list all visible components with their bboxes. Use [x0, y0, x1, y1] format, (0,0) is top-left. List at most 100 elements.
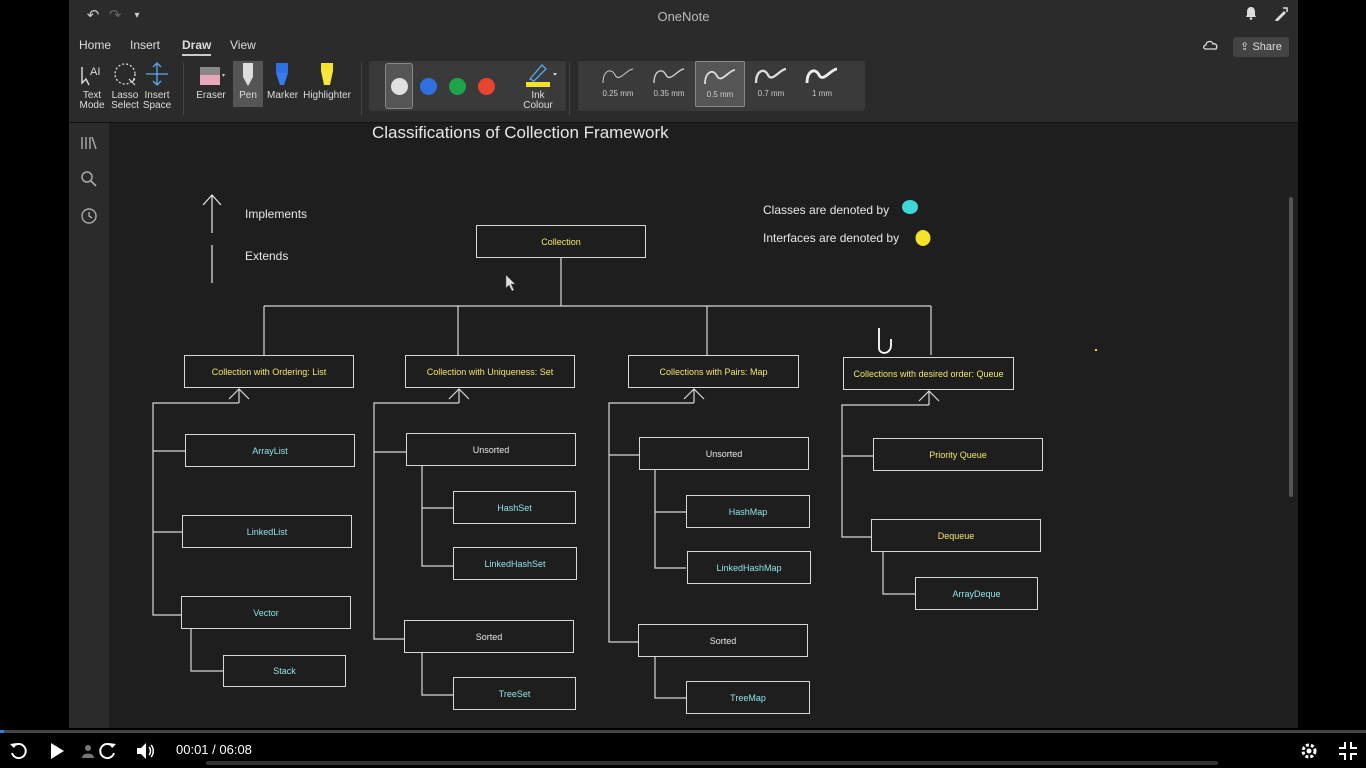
thickness-025[interactable]: 0.25 mm — [593, 61, 643, 107]
node-treemap: TreeMap — [686, 681, 810, 714]
time-display: 00:01 / 06:08 — [176, 742, 252, 757]
customize-toolbar-icon[interactable]: ▾ — [134, 10, 140, 21]
node-stack: Stack — [223, 655, 346, 687]
ribbon-divider — [183, 63, 184, 115]
tab-view[interactable]: View — [230, 38, 256, 52]
horizontal-scrollbar[interactable] — [206, 761, 1218, 765]
color-swatch-selected[interactable] — [385, 63, 413, 109]
pen-feedback-icon[interactable] — [1271, 6, 1291, 26]
node-arraydeque: ArrayDeque — [915, 577, 1038, 610]
text-mode-label: Text — [82, 90, 102, 101]
node-linkedlist: LinkedList — [182, 515, 352, 548]
ink-colour-label: Ink — [531, 90, 545, 101]
legend-implements: Implements — [245, 207, 308, 221]
settings-gear-icon[interactable] — [1298, 740, 1320, 762]
pen-button[interactable]: Pen — [233, 61, 263, 107]
node-hashmap: HashMap — [686, 495, 810, 528]
class-color-swatch — [902, 200, 918, 214]
node-arraylist: ArrayList — [185, 434, 355, 467]
legend-interfaces: Interfaces are denoted by — [763, 231, 900, 245]
stroke-thick-icon — [754, 67, 787, 84]
play-icon[interactable] — [46, 740, 68, 762]
redo-icon[interactable]: ↷ — [108, 7, 122, 24]
thickness-07[interactable]: 0.7 mm — [746, 61, 796, 107]
title-bar: ↶ ↷ ▾ OneNote — [69, 0, 1298, 33]
node-hashset: HashSet — [453, 491, 576, 524]
thickness-label: 1 mm — [812, 89, 832, 98]
share-label: Share — [1252, 41, 1282, 53]
node-collection: Collection — [476, 225, 646, 258]
node-linkedhashmap: LinkedHashMap — [687, 551, 811, 584]
color-swatch-green[interactable] — [449, 78, 466, 95]
ribbon: Home Insert Draw View ⇪ Share AI Text Mo… — [69, 33, 1298, 123]
thickness-1[interactable]: 1 mm — [797, 61, 847, 107]
node-dequeue: Dequeue — [871, 519, 1041, 552]
node-map: Collections with Pairs: Map — [628, 355, 799, 388]
highlighter-button[interactable]: Highlighter — [301, 61, 353, 101]
exit-fullscreen-icon[interactable] — [1337, 740, 1359, 762]
ink-colour-button[interactable]: Ink Colour — [518, 61, 558, 111]
user-icon[interactable] — [80, 740, 102, 762]
sync-cloud-icon[interactable] — [1202, 38, 1220, 57]
eraser-button[interactable]: Eraser — [193, 61, 229, 101]
tab-insert[interactable]: Insert — [130, 38, 161, 52]
app-title: OneNote — [657, 9, 710, 24]
stroke-thick-icon — [805, 67, 838, 84]
forward-icon[interactable] — [96, 740, 118, 762]
insert-space-icon — [143, 61, 171, 87]
lasso-select-button[interactable]: Lasso Select — [109, 61, 141, 111]
node-queue: Collections with desired order: Queue — [843, 357, 1014, 390]
pen-icon — [234, 61, 262, 87]
marker-label: Marker — [267, 90, 299, 101]
node-map-sorted: Sorted — [638, 624, 808, 657]
bell-icon[interactable] — [1241, 6, 1261, 26]
replay-icon[interactable] — [8, 740, 30, 762]
tab-home[interactable]: Home — [79, 38, 112, 52]
recent-clock-icon[interactable] — [79, 206, 99, 226]
marker-icon — [268, 61, 296, 87]
stroke-thin-icon — [653, 68, 685, 84]
left-navigation — [69, 123, 109, 735]
thickness-label: 0.7 mm — [757, 89, 785, 98]
search-icon[interactable] — [79, 169, 99, 189]
node-set-unsorted: Unsorted — [406, 433, 576, 466]
volume-icon[interactable] — [134, 740, 156, 762]
thickness-label: 0.35 mm — [653, 89, 685, 98]
node-treeset: TreeSet — [453, 677, 576, 710]
interface-color-swatch — [915, 230, 931, 246]
lasso-label-2: Select — [111, 100, 139, 111]
tab-draw[interactable]: Draw — [182, 38, 212, 56]
page-title: Classifications of Collection Framework — [372, 123, 669, 142]
color-swatch-white[interactable] — [391, 78, 408, 95]
marker-button[interactable]: Marker — [267, 61, 299, 101]
scrollbar-thumb[interactable] — [1289, 197, 1293, 497]
notebooks-icon[interactable] — [79, 133, 99, 153]
arrow-cursor-icon — [505, 274, 516, 292]
ink-colour-label-2: Colour — [523, 100, 553, 111]
legend-classes: Classes are denoted by — [763, 203, 890, 217]
progress-bar[interactable] — [0, 730, 1366, 733]
color-swatch-blue[interactable] — [420, 78, 437, 95]
insert-space-label-2: Space — [142, 100, 172, 111]
onenote-window: ↶ ↷ ▾ OneNote Home Insert Draw View ⇪ Sh… — [69, 0, 1298, 735]
text-mode-button[interactable]: AI Text Mode — [77, 61, 107, 111]
node-set-sorted: Sorted — [404, 620, 574, 653]
ink-dot — [1095, 349, 1097, 351]
thickness-035[interactable]: 0.35 mm — [644, 61, 694, 107]
vertical-scrollbar[interactable] — [1283, 123, 1298, 735]
undo-icon[interactable]: ↶ — [86, 7, 100, 24]
ribbon-divider — [361, 63, 362, 115]
diagram-connectors — [152, 194, 940, 699]
insert-space-button[interactable]: Insert Space — [141, 61, 173, 111]
thickness-05[interactable]: 0.5 mm — [695, 61, 745, 107]
share-icon: ⇪ — [1240, 41, 1253, 53]
svg-text:AI: AI — [90, 66, 100, 78]
color-swatch-red[interactable] — [478, 78, 495, 95]
node-set: Collection with Uniqueness: Set — [405, 355, 575, 388]
lasso-icon — [111, 61, 139, 87]
ink-colour-icon — [524, 61, 557, 87]
share-button[interactable]: ⇪ Share — [1233, 37, 1289, 57]
eraser-icon — [197, 61, 225, 87]
note-canvas[interactable]: Classifications of Collection Framework … — [109, 123, 1283, 735]
lasso-label: Lasso — [111, 90, 139, 101]
